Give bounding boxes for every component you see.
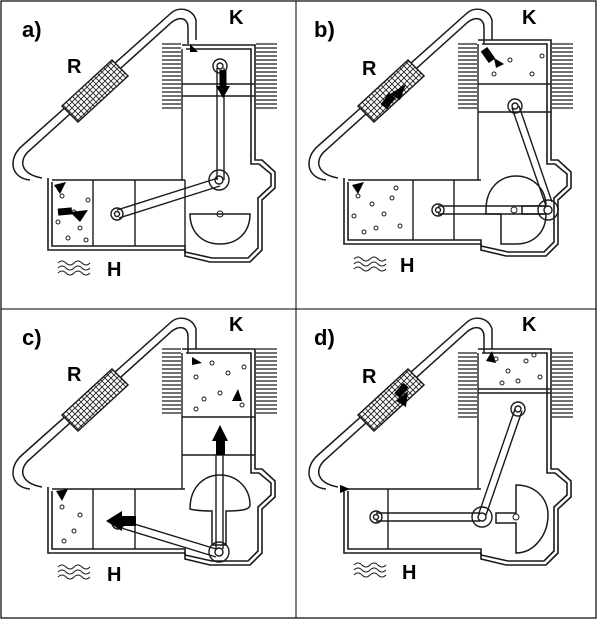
gas-particles — [351, 53, 545, 235]
flow-arrow — [340, 351, 496, 493]
engine-body — [343, 39, 572, 257]
hot-label: H — [107, 564, 121, 586]
panel-label: a) — [22, 17, 42, 42]
cold-label: K — [522, 314, 537, 336]
heat-source-flame-icon — [353, 562, 387, 578]
panel-c: c) K R H — [12, 314, 277, 586]
flywheel-icon — [189, 474, 251, 546]
cold-label: K — [229, 314, 244, 336]
cooling-fins-icon — [552, 352, 573, 418]
regenerator-duct — [308, 8, 493, 181]
panel-b: b) K R H — [308, 7, 573, 277]
cooling-fins-icon — [458, 43, 477, 109]
engine-body — [47, 348, 276, 566]
flywheel-icon — [495, 484, 549, 554]
flywheel-icon — [485, 175, 547, 245]
cold-cylinder — [181, 353, 255, 489]
regenerator-mesh-icon — [356, 58, 426, 124]
panel-label: c) — [22, 325, 42, 350]
cooling-fins-icon — [256, 43, 277, 109]
hot-label: H — [402, 562, 416, 584]
regenerator-label: R — [362, 58, 377, 80]
panel-a: a) K R H — [12, 7, 277, 281]
gas-particles — [55, 193, 91, 243]
regenerator-duct — [308, 317, 493, 490]
engine-body — [343, 348, 572, 566]
regenerator-label: R — [362, 366, 377, 388]
panel-d: d) K R H — [308, 314, 573, 584]
regenerator-label: R — [67, 364, 82, 386]
cooling-fins-icon — [552, 43, 573, 109]
heat-source-flame-icon — [353, 256, 387, 272]
flywheel-icon — [189, 210, 251, 245]
panel-label: d) — [314, 325, 335, 350]
flow-arrow — [56, 357, 242, 531]
gas-particles — [493, 352, 543, 386]
regenerator-mesh-icon — [60, 58, 130, 124]
regenerator-mesh-icon — [60, 367, 130, 433]
hot-cylinder — [348, 179, 481, 240]
regenerator-duct — [12, 8, 197, 181]
cooling-fins-icon — [256, 348, 277, 414]
regenerator-mesh-icon — [356, 367, 426, 433]
hot-cylinder — [52, 179, 186, 246]
heat-source-flame-icon — [57, 260, 91, 276]
regenerator-label: R — [67, 56, 82, 78]
flow-arrow — [352, 46, 504, 194]
crank-linkage — [110, 58, 230, 221]
cold-label: K — [522, 7, 537, 29]
cooling-fins-icon — [162, 348, 181, 414]
flow-arrow — [54, 44, 230, 222]
hot-label: H — [400, 255, 414, 277]
engine-body — [47, 44, 276, 263]
crank-linkage — [111, 455, 230, 563]
hot-cylinder — [348, 488, 481, 549]
cooling-fins-icon — [458, 352, 477, 418]
hot-label: H — [107, 259, 121, 281]
cold-cylinder — [477, 44, 551, 180]
heat-source-flame-icon — [57, 564, 91, 580]
gas-particles — [59, 360, 247, 544]
cold-cylinder — [477, 353, 551, 489]
regenerator-duct — [12, 317, 197, 490]
panel-label: b) — [314, 17, 335, 42]
crank-linkage — [369, 401, 526, 528]
cold-label: K — [229, 7, 244, 29]
cooling-fins-icon — [162, 43, 181, 109]
crank-linkage — [431, 98, 559, 221]
cold-cylinder — [181, 49, 255, 180]
